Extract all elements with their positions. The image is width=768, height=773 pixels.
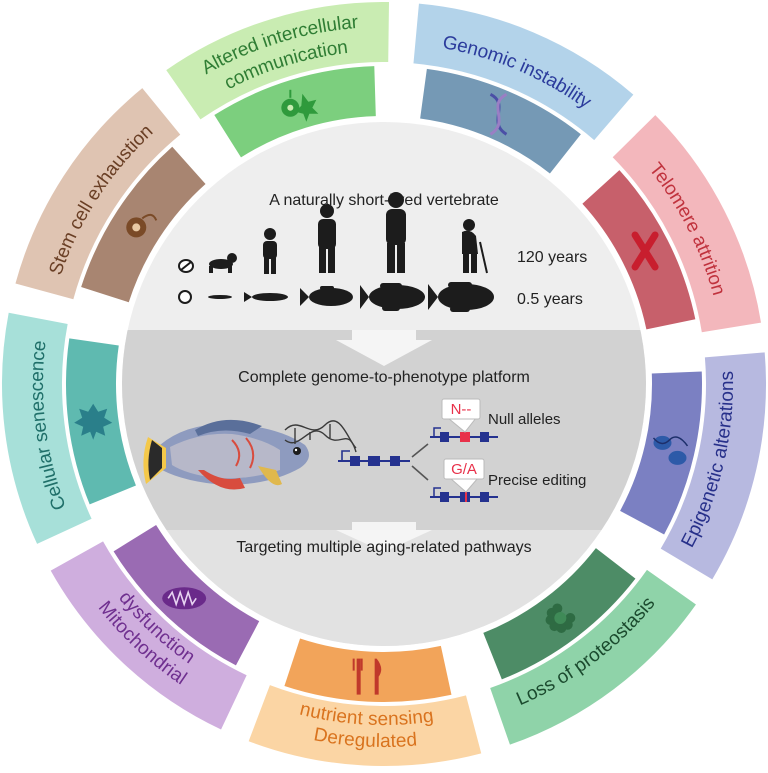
null-allele-tag: N-- bbox=[451, 401, 472, 418]
juvenile-fish-icon bbox=[244, 292, 288, 302]
infant-crawling-icon bbox=[209, 253, 237, 273]
outer-band-stem-cell-exhaustion bbox=[15, 88, 181, 300]
precise-editing-label: Precise editing bbox=[488, 472, 586, 489]
inner-band-telomere-attrition bbox=[582, 170, 696, 330]
inner-band-deregulated-nutrient-sensing bbox=[284, 638, 452, 702]
outer-band-cellular-senescence bbox=[1, 312, 92, 544]
nucleosome-icon bbox=[652, 435, 689, 465]
fork-knife-icon bbox=[352, 658, 382, 695]
mitochondrion-icon bbox=[162, 587, 207, 610]
cell-signaling-icon bbox=[281, 89, 319, 122]
outer-band-mitochondrial-dysfunction bbox=[50, 541, 247, 730]
inner-band-genomic-instability bbox=[420, 68, 581, 174]
gene-diagram bbox=[338, 443, 429, 481]
flow-arrow-down-2 bbox=[336, 522, 432, 552]
adolescent-icon bbox=[318, 204, 336, 273]
outer-band-loss-of-proteostasis bbox=[490, 569, 696, 745]
pathways-title: Targeting multiple aging-related pathway… bbox=[236, 539, 531, 556]
killifish-photo bbox=[143, 419, 309, 490]
segment-epigenetic-alterations: Epigenetic alterations bbox=[620, 352, 767, 580]
outer-band-genomic-instability bbox=[413, 3, 634, 141]
dna-strand-icon bbox=[284, 420, 357, 453]
outer-band-altered-intercellular-communication bbox=[166, 2, 390, 120]
precise-edit-tag: G/A bbox=[451, 461, 477, 478]
senescent-leaf-icon bbox=[74, 403, 113, 440]
elder-with-cane-icon bbox=[462, 219, 488, 274]
stem-cell-icon bbox=[126, 213, 158, 238]
outer-band-deregulated-nutrient-sensing bbox=[248, 685, 482, 766]
fish-lifespan-silhouettes bbox=[178, 282, 494, 312]
flow-arrow-down-1 bbox=[336, 330, 432, 366]
baby-icon bbox=[178, 259, 194, 273]
dna-helix-icon bbox=[489, 92, 508, 136]
segment-cellular-senescence: Cellular senescence bbox=[1, 312, 136, 544]
inner-band-epigenetic-alterations bbox=[620, 371, 702, 535]
null-allele-diagram: N-- bbox=[430, 398, 498, 442]
chromosome-icon bbox=[631, 231, 659, 271]
egg-icon bbox=[178, 290, 192, 304]
precise-editing-diagram: G/A bbox=[430, 458, 498, 502]
platform-title: Complete genome-to-phenotype platform bbox=[238, 369, 530, 386]
fish-years-label: 0.5 years bbox=[517, 291, 583, 308]
child-icon bbox=[263, 228, 277, 274]
protein-aggregate-icon bbox=[545, 603, 576, 633]
old-fish-icon bbox=[428, 282, 494, 312]
null-alleles-label: Null alleles bbox=[488, 411, 561, 428]
fry-icon bbox=[208, 295, 232, 299]
segment-stem-cell-exhaustion: Stem cell exhaustion bbox=[15, 88, 206, 303]
outer-band-epigenetic-alterations bbox=[660, 352, 767, 580]
segment-genomic-instability: Genomic instability bbox=[413, 3, 634, 174]
adult-fish-icon bbox=[360, 283, 425, 311]
young-fish-icon bbox=[300, 286, 353, 306]
adult-icon bbox=[386, 192, 406, 273]
outer-band-telomere-attrition bbox=[612, 115, 762, 333]
human-lifespan-silhouettes bbox=[178, 192, 488, 274]
lifespan-title: A naturally short-lived vertebrate bbox=[269, 192, 499, 209]
human-years-label: 120 years bbox=[517, 249, 587, 266]
